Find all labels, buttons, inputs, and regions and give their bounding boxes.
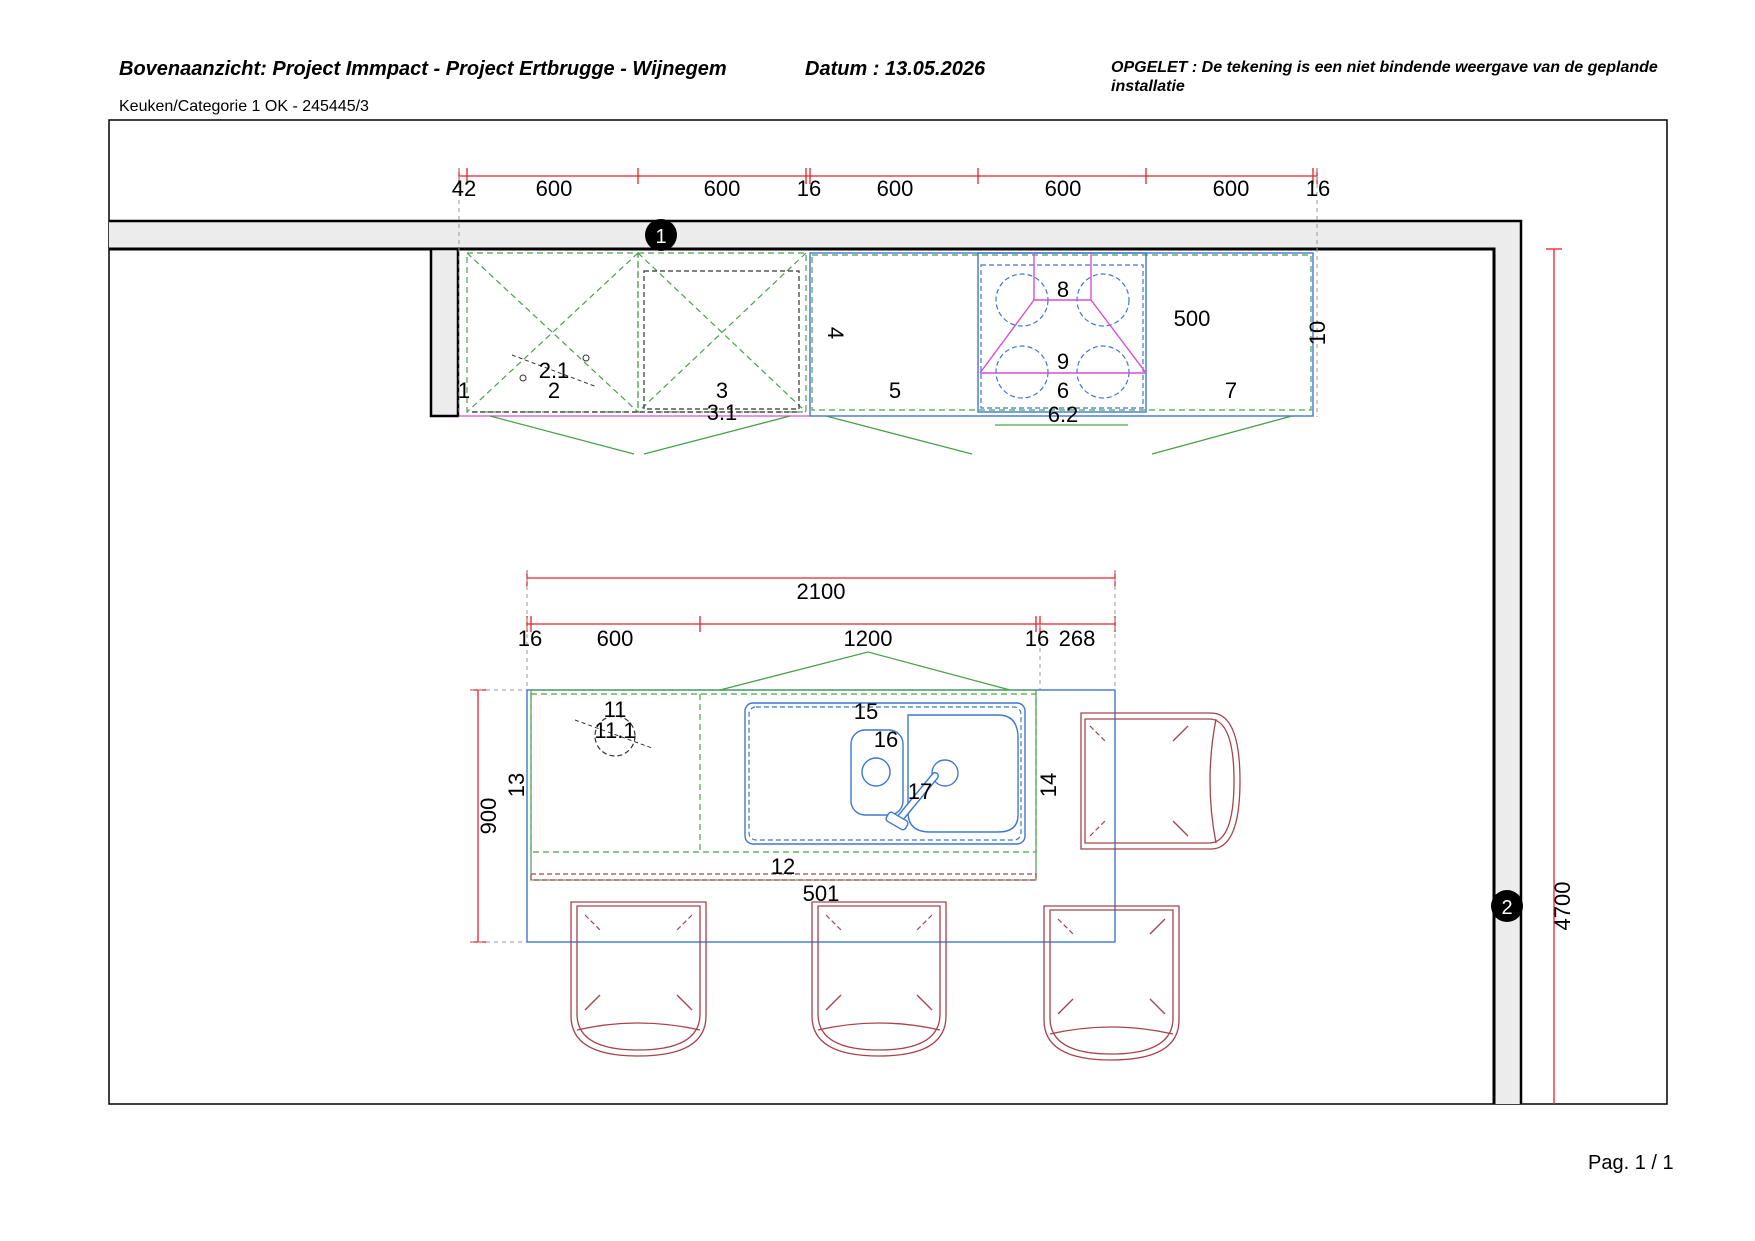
- dim-island-2: 1200: [844, 626, 893, 651]
- side-panel: [429, 247, 460, 418]
- item-9: 9: [1057, 349, 1069, 374]
- item-8: 8: [1057, 277, 1069, 302]
- dim-top-0: 42: [452, 176, 476, 201]
- island-cabinet-11: [574, 715, 653, 757]
- item-3-1: 3.1: [707, 400, 738, 425]
- cabinet-3: [472, 252, 807, 413]
- item-7: 7: [1225, 378, 1237, 403]
- top-dimension-chain: [458, 168, 1318, 417]
- project-subtitle: Keuken/Categorie 1 OK - 245445/3: [119, 98, 369, 115]
- item-14: 14: [1036, 773, 1061, 797]
- sink: [744, 702, 1026, 845]
- item-500: 500: [1174, 306, 1211, 331]
- item-17: 17: [908, 779, 932, 804]
- item-13: 13: [504, 773, 529, 797]
- cooktop: [977, 252, 1147, 413]
- dim-top-2: 600: [704, 176, 741, 201]
- island-dimension-lines: [470, 248, 1562, 1104]
- item-5: 5: [889, 378, 901, 403]
- dim-top-7: 16: [1306, 176, 1330, 201]
- cabinets-5-7: [459, 252, 1314, 417]
- item-3: 3: [716, 378, 728, 403]
- item-2: 2: [548, 378, 560, 403]
- item-4: 4: [823, 327, 848, 339]
- wall-outer-line: [109, 219, 1523, 1104]
- dim-top-5: 600: [1045, 176, 1082, 201]
- item-1: 1: [458, 378, 470, 403]
- kitchen-island: [526, 651, 1116, 943]
- dim-island-total: 2100: [797, 579, 846, 604]
- disclaimer-note: OPGELET : De tekening is een niet binden…: [1111, 59, 1658, 95]
- dim-top-1: 600: [536, 176, 573, 201]
- dim-island-3: 16: [1025, 626, 1049, 651]
- page-number: Pag. 1 / 1: [1588, 1152, 1674, 1174]
- item-2-1: 2.1: [539, 358, 570, 383]
- dim-top-6: 600: [1213, 176, 1250, 201]
- wall-inner-line: [109, 247, 1496, 1104]
- chair-4: [1080, 712, 1241, 850]
- dim-top-4: 600: [877, 176, 914, 201]
- drawing-title: Bovenaanzicht: Project Immpact - Project…: [119, 58, 727, 80]
- door-swings-back: [489, 415, 1293, 455]
- item-10: 10: [1305, 321, 1330, 345]
- item-15: 15: [854, 699, 878, 724]
- item-12: 12: [771, 854, 795, 879]
- dim-island-0: 16: [518, 626, 542, 651]
- wall-fill: [109, 221, 1521, 1104]
- item-16: 16: [874, 727, 898, 752]
- extractor-hood: [979, 253, 1147, 426]
- dim-island-depth: 900: [476, 798, 501, 835]
- chair-1: [570, 901, 707, 1057]
- wall-marker-1: [645, 219, 677, 251]
- drawing-frame: [108, 119, 1668, 1105]
- drawing-date: Datum : 13.05.2026: [805, 58, 986, 80]
- dim-island-4: 268: [1059, 626, 1096, 651]
- chair-3: [1043, 905, 1180, 1061]
- dim-top-3: 16: [797, 176, 821, 201]
- dim-island-1: 600: [597, 626, 634, 651]
- dim-room-depth: 4700: [1550, 882, 1575, 931]
- item-6-2: 6.2: [1048, 402, 1079, 427]
- item-6: 6: [1057, 378, 1069, 403]
- item-11: 11: [604, 697, 627, 722]
- wall-marker-2: [1491, 890, 1523, 922]
- wall-marker-2-label: 2: [1501, 897, 1512, 919]
- item-11-1: 11.1: [594, 718, 635, 743]
- wall-marker-1-label: 1: [655, 226, 666, 248]
- chair-2: [811, 901, 947, 1057]
